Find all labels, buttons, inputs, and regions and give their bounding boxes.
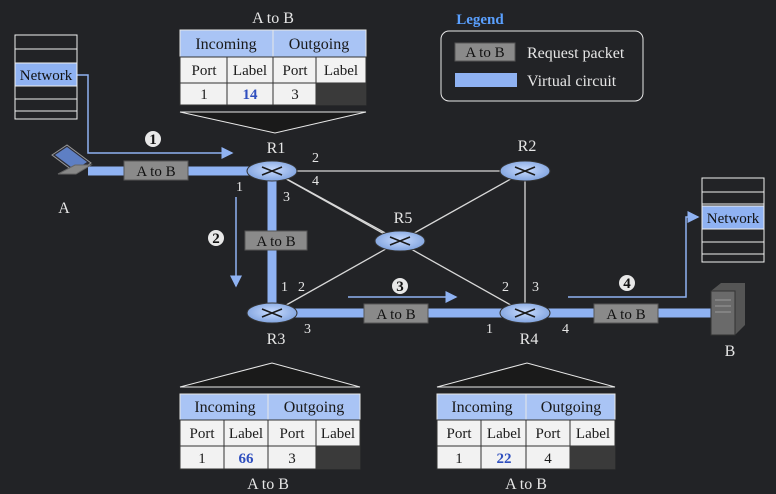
svg-text:Incoming: Incoming [194,399,255,416]
host-label: B [725,343,736,360]
step-2: 2 [208,230,224,247]
vc-table-r3: Incoming Outgoing Port Label Port Label … [179,362,361,493]
host-label: A [58,200,70,217]
svg-text:A to B: A to B [256,234,295,250]
svg-text:Label: Label [321,426,355,442]
ports-r4: 1 2 3 4 [486,280,569,337]
packet-tag-r3-r4: A to B [363,303,429,324]
protocol-stack-a: Network [14,34,78,120]
vc-table-r1: A to B Incoming Outgoing Port Label Port… [179,10,367,134]
svg-text:Port: Port [191,63,217,79]
svg-text:Port: Port [189,426,215,442]
router-r2[interactable]: R2 [499,138,551,182]
router-label: R4 [520,331,539,348]
router-label: R1 [267,140,286,157]
svg-text:2: 2 [502,280,509,295]
table-caption: A to B [252,10,294,27]
svg-text:Port: Port [282,63,308,79]
svg-text:A to B: A to B [376,307,415,323]
step-4: 4 [619,275,635,292]
svg-text:Outgoing: Outgoing [289,36,349,53]
svg-text:A to B: A to B [136,164,175,180]
svg-text:4: 4 [312,174,319,189]
svg-text:Outgoing: Outgoing [284,399,344,416]
step-number: 3 [396,279,404,295]
ports-r1: 1 2 3 4 [236,151,319,205]
svg-text:3: 3 [291,87,299,103]
router-label: R5 [394,210,413,227]
network-to-r1-arrow [77,74,234,159]
svg-text:Label: Label [233,63,267,79]
network-layer-label: Network [20,68,73,84]
packet-tag-a-r1: A to B [123,160,189,181]
step-3: 3 [392,278,408,295]
protocol-stack-b: Network [701,177,765,263]
step-number: 4 [623,276,631,292]
router-r3[interactable]: R3 [246,302,298,348]
router-r1[interactable]: R1 [246,140,298,182]
svg-text:4: 4 [562,322,569,337]
svg-text:Incoming: Incoming [195,36,256,53]
svg-text:3: 3 [288,451,296,467]
packet-tag-r4-b: A to B [593,303,659,324]
svg-text:1: 1 [200,87,208,103]
link-r5-r3 [271,240,401,314]
svg-text:Port: Port [535,426,561,442]
svg-text:1: 1 [281,280,288,295]
svg-text:3: 3 [304,322,311,337]
table-caption: A to B [247,476,289,493]
svg-text:14: 14 [243,87,259,103]
packet-tag-r1-r3: A to B [244,230,308,251]
step-number: 1 [149,132,157,148]
router-label: R3 [267,331,286,348]
svg-text:1: 1 [455,451,463,467]
svg-text:Incoming: Incoming [451,399,512,416]
svg-text:4: 4 [544,451,552,467]
legend: Legend A to B Request packet Virtual cir… [440,12,644,102]
svg-text:Label: Label [324,63,358,79]
link-r2-r5 [399,170,526,242]
step-1: 1 [145,131,161,148]
legend-virtual-circuit: Virtual circuit [527,73,617,90]
vc-table-r4: Incoming Outgoing Port Label Port Label … [436,362,616,493]
router-label: R2 [518,138,537,155]
router-r4[interactable]: R4 [499,302,551,348]
legend-tag-sample: A to B [465,45,504,61]
table-caption: A to B [505,476,547,493]
svg-text:1: 1 [198,451,206,467]
svg-text:22: 22 [497,451,512,467]
host-b-server[interactable]: B [710,283,745,360]
svg-text:2: 2 [312,151,319,166]
step-arrows [77,74,700,303]
svg-text:1: 1 [236,180,243,195]
svg-text:Label: Label [229,426,263,442]
network-layer-label: Network [707,211,760,227]
legend-request-packet: Request packet [527,45,625,62]
svg-text:66: 66 [239,451,255,467]
svg-text:1: 1 [486,322,493,337]
legend-title: Legend [456,12,504,28]
svg-text:3: 3 [283,190,290,205]
router-r5[interactable]: R5 [374,210,426,252]
ports-r3: 1 2 3 [281,280,311,337]
svg-text:Port: Port [279,426,305,442]
svg-text:2: 2 [298,280,305,295]
svg-text:3: 3 [532,280,539,295]
host-a-laptop[interactable]: A [51,144,93,217]
svg-text:Outgoing: Outgoing [541,399,601,416]
svg-text:Port: Port [446,426,472,442]
svg-text:A to B: A to B [606,307,645,323]
svg-text:Label: Label [487,426,521,442]
svg-text:Label: Label [576,426,610,442]
step-number: 2 [212,231,220,247]
r4-to-network-arrow [568,211,700,298]
